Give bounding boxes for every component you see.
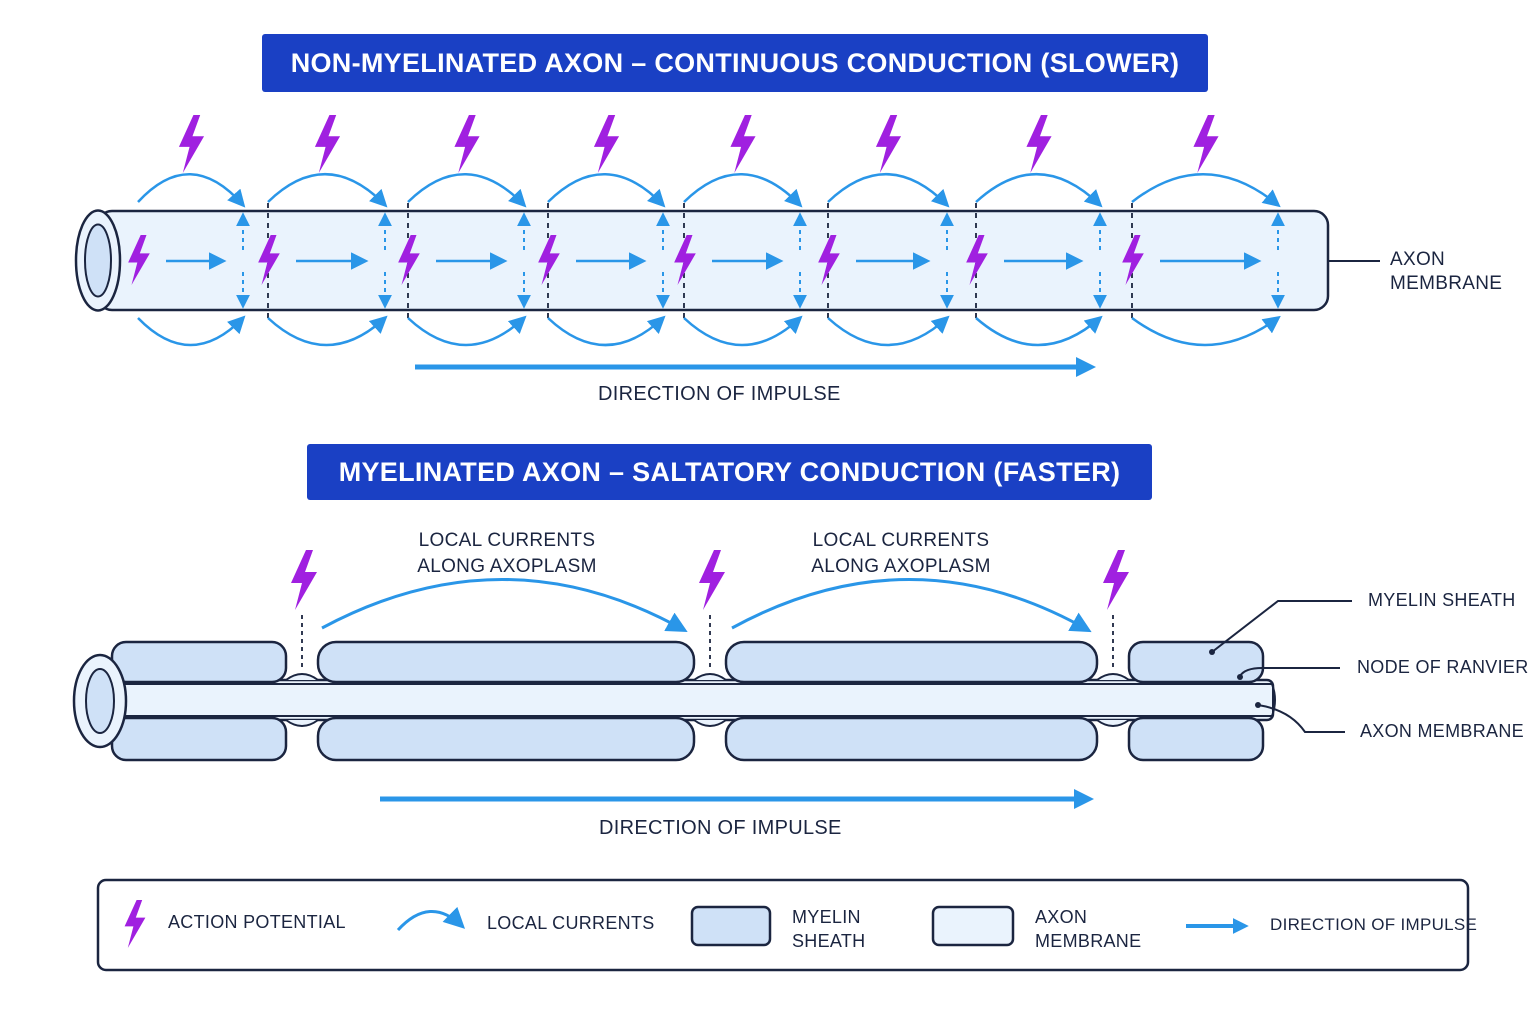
myelin-swatch <box>690 905 772 947</box>
myelinated-title: MYELINATED AXON – SALTATORY CONDUCTION (… <box>307 444 1152 500</box>
local-current-arc-lower <box>683 315 803 347</box>
legend <box>96 878 1470 972</box>
legend-box <box>96 878 1470 972</box>
lightning-bolt-icon <box>1103 550 1129 610</box>
legend-action-potential: ACTION POTENTIAL <box>168 912 346 932</box>
direction-label-top: DIRECTION OF IMPULSE <box>598 383 841 405</box>
lightning-bolt-icon <box>454 115 480 173</box>
node-of-ranvier-3 <box>1096 673 1130 727</box>
legend-axon-line1: AXON <box>1035 907 1088 927</box>
currents-label-1-line1: LOCAL CURRENTS <box>418 530 596 551</box>
local-current-arc-upper <box>547 173 666 208</box>
non-myelinated-title: NON-MYELINATED AXON – CONTINUOUS CONDUCT… <box>262 34 1208 92</box>
myelinated-axon-end-inner <box>85 668 115 734</box>
axon-membrane-label-top: AXON MEMBRANE <box>1390 248 1502 296</box>
node-of-ranvier-label: NODE OF RANVIER <box>1357 657 1529 677</box>
lightning-bolt-icon <box>1026 115 1052 173</box>
myelin-segment-2-top <box>724 640 1099 684</box>
local-current-arc-upper <box>407 173 527 208</box>
local-current-arc-upper <box>683 173 803 208</box>
local-current-arc-lower <box>407 315 527 347</box>
lightning-bolt-icon <box>314 115 341 173</box>
lightning-bolt-icon <box>875 115 902 173</box>
local-current-arc-lower <box>137 315 246 347</box>
lightning-bolt-icon <box>699 550 725 610</box>
saltatory-current-arrow-1 <box>321 578 688 633</box>
legend-myelin-line2: SHEATH <box>792 931 866 951</box>
membrane-label-leader <box>1257 704 1345 733</box>
local-current-arc-upper <box>267 173 388 208</box>
local-current-arc-upper <box>827 173 950 208</box>
node-of-ranvier-2 <box>693 673 727 727</box>
myelin-segment-0-bottom <box>110 716 288 762</box>
top-conduction-segments <box>128 115 1285 347</box>
local-current-arc-lower <box>975 315 1103 347</box>
local-current-arc-upper <box>137 173 246 208</box>
local-current-arc-lower <box>827 315 950 347</box>
myelin-segment-1-top <box>316 640 696 684</box>
saltatory-current-arrow-2 <box>731 578 1092 633</box>
local-current-arc-upper <box>1131 173 1281 208</box>
legend-direction: DIRECTION OF IMPULSE <box>1270 915 1478 934</box>
legend-myelin-line1: MYELIN <box>792 907 861 927</box>
axon-label-line1: AXON <box>1390 249 1446 270</box>
local-current-arc-lower <box>1131 315 1281 347</box>
myelin-sheath-label: MYELIN SHEATH <box>1368 590 1516 610</box>
currents-label-2-line1: LOCAL CURRENTS <box>812 530 990 551</box>
lightning-bolt-icon <box>291 550 317 610</box>
node-of-ranvier-1 <box>285 673 319 727</box>
local-current-arc-upper <box>975 173 1103 208</box>
direction-label-bottom: DIRECTION OF IMPULSE <box>599 817 842 839</box>
myelin-segment-2-bottom <box>724 716 1099 762</box>
legend-local-currents: LOCAL CURRENTS <box>487 913 655 933</box>
axon-swatch <box>931 905 1015 947</box>
currents-label-1-line2: ALONG AXOPLASM <box>417 556 597 577</box>
curved-arrow-icon <box>396 906 466 932</box>
local-current-arc-lower <box>547 315 666 347</box>
myelin-segment-3-bottom <box>1127 716 1265 762</box>
axon-end-inner <box>84 223 112 298</box>
myelin-segment-3-top <box>1127 640 1265 684</box>
myelin-segment-0-top <box>110 640 288 684</box>
currents-label-1: LOCAL CURRENTS ALONG AXOPLASM <box>400 528 614 580</box>
axon-membrane-label-bottom: AXON MEMBRANE <box>1360 721 1524 741</box>
local-current-arc-lower <box>267 315 388 347</box>
legend-axon-line2: MEMBRANE <box>1035 931 1142 951</box>
lightning-bolt-icon <box>178 115 205 173</box>
currents-label-2: LOCAL CURRENTS ALONG AXOPLASM <box>794 528 1008 580</box>
axon-label-line2: MEMBRANE <box>1390 273 1503 294</box>
myelin-label-leader <box>1211 600 1352 653</box>
myelin-segment-1-bottom <box>316 716 696 762</box>
myelinated-axon <box>72 550 1352 762</box>
legend-axon-membrane: AXON MEMBRANE <box>1035 905 1141 953</box>
currents-label-2-line2: ALONG AXOPLASM <box>811 556 991 577</box>
legend-myelin-sheath: MYELIN SHEATH <box>792 905 865 953</box>
lightning-bolt-icon <box>593 115 620 173</box>
lightning-bolt-icon <box>730 115 756 173</box>
lightning-bolt-icon <box>1193 115 1219 173</box>
